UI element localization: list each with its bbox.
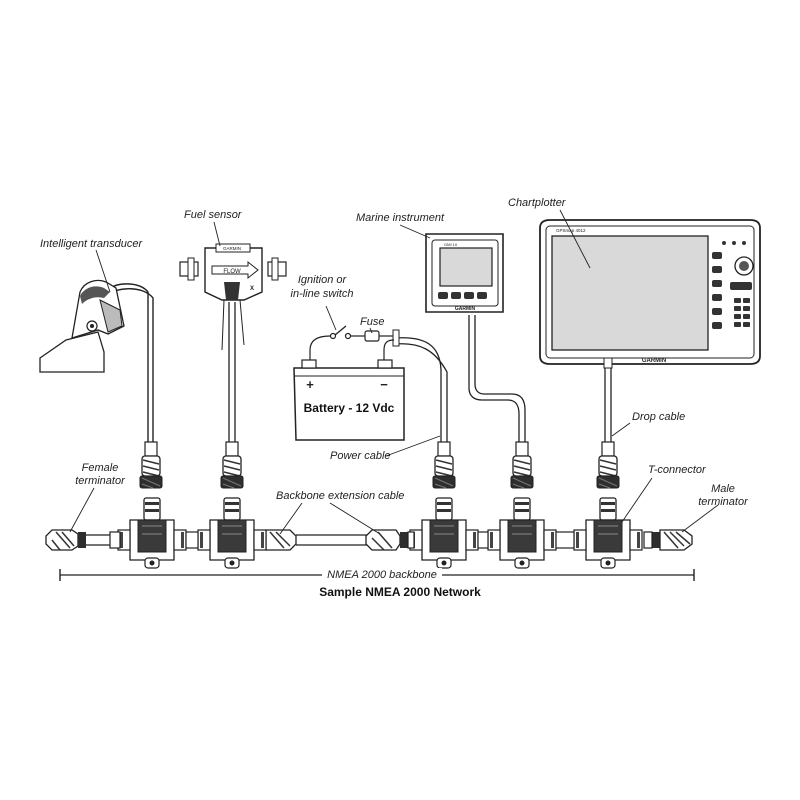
instrument-cable	[468, 315, 520, 445]
instrument-brand-text: GARMIN	[455, 306, 476, 312]
nmea-backbone-label: NMEA 2000 backbone	[327, 569, 437, 581]
t-connector-2	[197, 497, 267, 569]
drop-plug-1	[139, 441, 163, 489]
battery-minus-text: −	[380, 377, 388, 392]
fuel-sensor-icon: FLOW GARMIN X	[179, 243, 287, 301]
chartplotter-icon: GPSmap 4012 GARMIN	[539, 219, 761, 369]
marine-instrument-icon: GMI 10 GARMIN	[425, 233, 504, 313]
t-connector-label: T-connector	[648, 464, 706, 476]
backbone-extension-cable-label: Backbone extension cable	[276, 490, 405, 502]
diagram-title: Sample NMEA 2000 Network	[319, 585, 481, 599]
fuel-sensor-flow-text: FLOW	[223, 269, 241, 275]
drop-plug-2	[220, 441, 244, 489]
male-terminator-label-line2: terminator	[698, 496, 748, 508]
drop-plug-3	[432, 441, 456, 489]
battery-plus-text: +	[306, 377, 314, 392]
fuel-sensor-label: Fuel sensor	[184, 209, 242, 221]
intelligent-transducer-icon	[39, 279, 125, 373]
power-cable-wire	[394, 337, 442, 445]
female-terminator-label-line2: terminator	[75, 475, 125, 487]
t-connector-5	[573, 497, 643, 569]
chartplotter-brand-text: GARMIN	[642, 358, 666, 364]
ignition-switch-label-line2: in-line switch	[290, 288, 354, 300]
backbone	[45, 441, 693, 569]
male-terminator-label-line1: Male	[711, 483, 735, 495]
marine-instrument-label: Marine instrument	[356, 212, 445, 224]
fuse-label: Fuse	[360, 316, 385, 328]
drop-plug-5	[596, 441, 620, 489]
battery-icon: + − Battery - 12 Vdc	[293, 359, 405, 441]
female-terminator-icon	[45, 529, 86, 551]
power-cable-label: Power cable	[330, 450, 391, 462]
drop-plug-4	[510, 441, 534, 489]
fuse-icon	[364, 329, 400, 347]
male-terminator-icon	[652, 529, 693, 551]
intelligent-transducer-label: Intelligent transducer	[40, 238, 143, 250]
fuel-sensor-mark-text: X	[250, 286, 254, 292]
t-connector-4	[487, 497, 557, 569]
t-connector-3	[409, 497, 479, 569]
fuel-sensor-brand-text: GARMIN	[223, 246, 241, 251]
female-terminator-label-line1: Female	[81, 462, 119, 474]
leader-lines	[69, 209, 719, 535]
t-connector-1	[117, 497, 187, 569]
chartplotter-label: Chartplotter	[508, 197, 566, 209]
ignition-switch-label-line1: Ignition or	[297, 274, 347, 286]
drop-cable-label: Drop cable	[632, 411, 686, 423]
instrument-model-text: GMI 10	[444, 242, 458, 247]
ignition-switch-icon	[309, 325, 365, 362]
battery-label: Battery - 12 Vdc	[304, 401, 395, 415]
backbone-span-line	[59, 568, 695, 582]
